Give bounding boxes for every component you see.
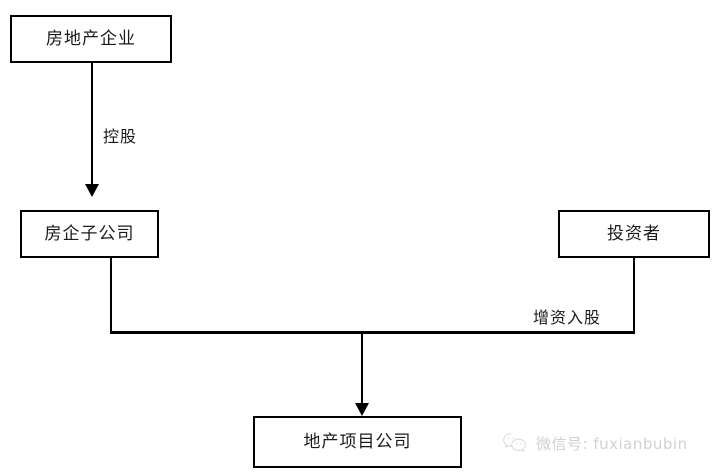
- watermark: 微信号: fuxianbubin: [502, 432, 688, 454]
- wechat-icon: [503, 433, 527, 453]
- node-subsidiary[interactable]: 房企子公司: [20, 210, 159, 258]
- edge-control-label: 控股: [103, 127, 138, 146]
- edge-capital-label: 增资入股: [533, 308, 602, 327]
- node-project-company-label: 地产项目公司: [303, 431, 412, 452]
- node-investor-label: 投资者: [607, 223, 661, 244]
- edge-control-arrowhead: [85, 184, 99, 197]
- node-project-company[interactable]: 地产项目公司: [253, 416, 462, 468]
- node-subsidiary-label: 房企子公司: [44, 223, 135, 244]
- node-developer[interactable]: 房地产企业: [10, 15, 172, 63]
- edge-investor-dropline: [633, 258, 635, 333]
- node-developer-label: 房地产企业: [46, 28, 136, 49]
- edge-project-line: [361, 333, 363, 405]
- edge-subsidiary-dropline: [110, 258, 112, 333]
- watermark-text: 微信号: fuxianbubin: [536, 434, 688, 453]
- node-investor[interactable]: 投资者: [558, 210, 710, 258]
- edge-project-arrowhead: [355, 403, 369, 416]
- edge-junction-bar: [110, 331, 635, 334]
- edge-control-line: [91, 63, 93, 186]
